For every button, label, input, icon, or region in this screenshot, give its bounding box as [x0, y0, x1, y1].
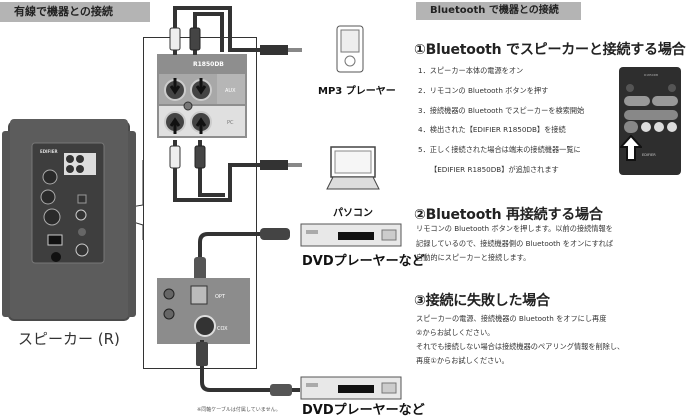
cable-note: ※同軸ケーブルは付属していません。 [197, 407, 281, 413]
section3-title: ③接続に失敗した場合 [414, 293, 550, 309]
device-label-dvd-1: DVDプレーヤーなど [302, 254, 425, 269]
device-label-dvd-2: DVDプレーヤーなど [302, 403, 425, 418]
svg-text:EDIFIER: EDIFIER [642, 153, 656, 157]
rca-cable-aux [169, 6, 302, 55]
section3-line-2: ②からお試しください。 [416, 328, 495, 337]
panel-model-text: R1850DB [193, 61, 224, 68]
digital-input-panel: OPT COX [157, 278, 250, 344]
device-label-pc: パソコン [333, 208, 373, 219]
arrow-up-icon [620, 135, 642, 161]
step-5-cont: 【EDIFIER R1850DB】が追加されます [430, 165, 559, 174]
device-label-mp3: MP3 プレーヤー [318, 86, 396, 97]
dvd-player-icon-2 [300, 376, 402, 400]
svg-text:COX: COX [217, 326, 228, 332]
step-5: 5．正しく接続された場合は端末の接続機器一覧に [418, 145, 581, 154]
section3-line-1: スピーカーの電源、接続機器の Bluetooth をオフにし再度 [416, 314, 607, 323]
section3-line-3: それでも接続しない場合は接続機器のペアリング情報を削除し、 [416, 342, 625, 351]
step-4: 4．検出された【EDIFIER R1850DB】を接続 [418, 125, 566, 134]
svg-text:R1850DB: R1850DB [644, 73, 658, 77]
step-1: 1．スピーカー本体の電源をオン [418, 66, 524, 75]
section2-line-2: 記録しているので、接続機器側の Bluetooth をオンにすれば [416, 239, 614, 248]
svg-text:AUX: AUX [225, 88, 236, 94]
section2-line-1: リモコンの Bluetooth ボタンを押します。以前の接続情報を [416, 224, 613, 233]
dvd-player-icon [300, 223, 402, 247]
section2-line-3: 自動的にスピーカーと接続します。 [416, 253, 531, 262]
speaker-rear-illustration: EDIFIER [2, 119, 136, 321]
mp3-player-icon [336, 25, 364, 73]
svg-text:EDIFIER: EDIFIER [40, 149, 58, 154]
section3-line-4: 再度①からお試しください。 [416, 356, 509, 365]
svg-text:PC: PC [227, 120, 234, 126]
section2-title: ②Bluetooth 再接続する場合 [414, 207, 603, 223]
aux-pc-input-panel: R1850DB AUX PC [157, 54, 247, 138]
rca-cable-pc [169, 140, 302, 202]
coax-cable [196, 340, 300, 396]
laptop-icon [326, 146, 380, 190]
section1-title: ①Bluetooth でスピーカーと接続する場合 [414, 42, 686, 58]
svg-text:OPT: OPT [215, 294, 226, 300]
wired-section-header: 有線で機器との接続 [0, 2, 150, 22]
step-3: 3．接続機器の Bluetooth でスピーカーを検索開始 [418, 106, 585, 115]
step-2: 2．リモコンの Bluetooth ボタンを押す [418, 86, 549, 95]
bluetooth-section-header: Bluetooth で機器との接続 [416, 2, 581, 20]
speaker-label: スピーカー (R) [18, 330, 120, 348]
